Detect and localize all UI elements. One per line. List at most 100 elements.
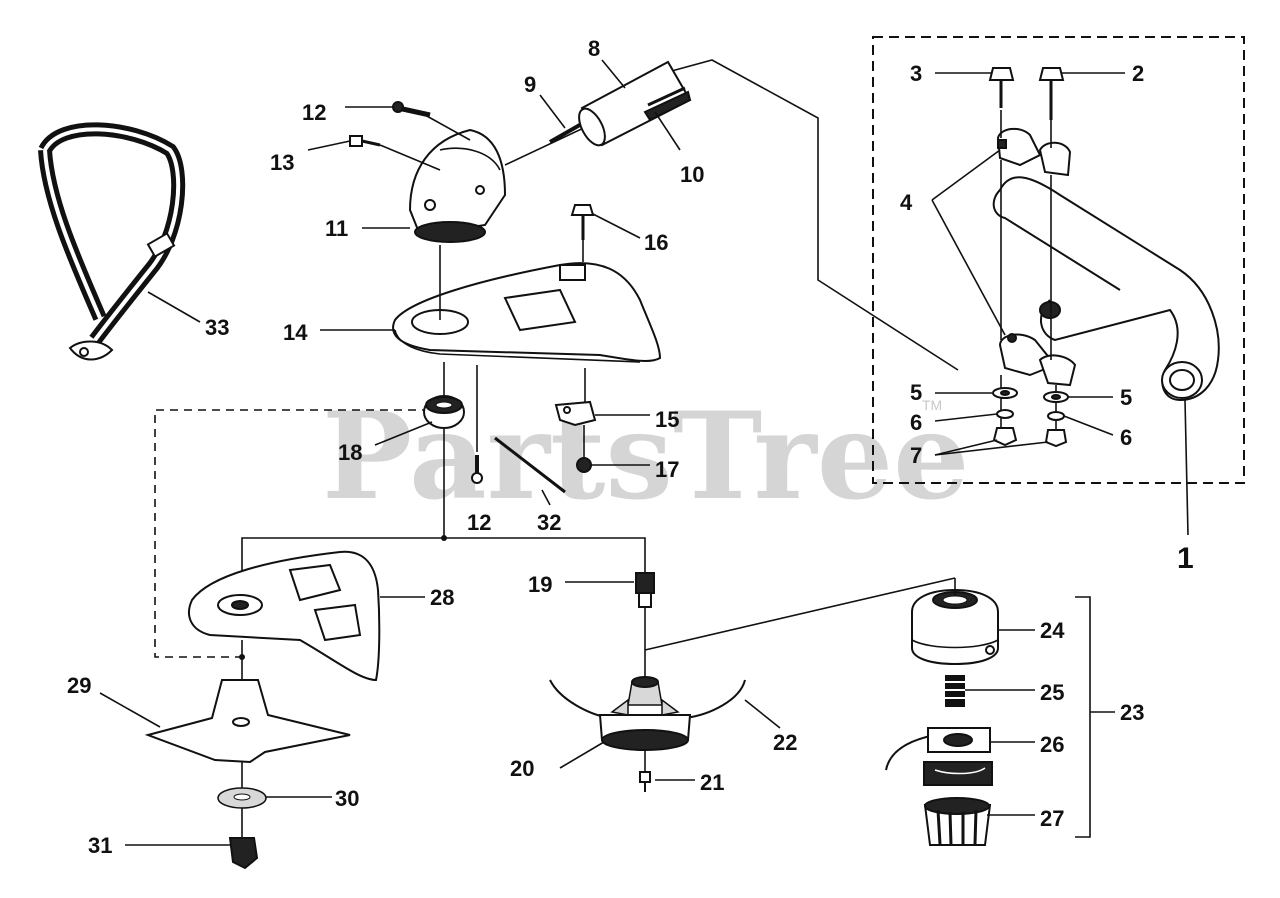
shaft-tube (578, 60, 692, 147)
label-28: 28 (430, 585, 454, 610)
leader-29 (99, 692, 161, 728)
guard-plate (392, 262, 662, 363)
bolt-2 (1038, 67, 1065, 120)
label-24: 24 (1040, 618, 1065, 643)
assembly-line-13 (379, 144, 441, 171)
label-6-right: 6 (1120, 425, 1132, 450)
spool-26 (885, 727, 993, 786)
washer-5-left (992, 387, 1018, 399)
label-23: 23 (1120, 700, 1144, 725)
label-15: 15 (655, 407, 679, 432)
label-29: 29 (67, 673, 91, 698)
screw-21 (639, 771, 651, 792)
screw-9 (549, 120, 586, 144)
dashed-connector-18-28 (154, 409, 430, 658)
leader-22 (744, 699, 781, 729)
handle-bar (992, 176, 1220, 402)
leader-7-left (934, 439, 998, 456)
bolt-16 (570, 204, 595, 240)
bearing-18 (423, 395, 465, 429)
label-26: 26 (1040, 732, 1064, 757)
label-6-left: 6 (910, 410, 922, 435)
screw-12-top (392, 101, 431, 118)
knob-27 (923, 797, 992, 846)
bracket-23 (1075, 596, 1091, 838)
washer-5-right (1043, 391, 1069, 403)
label-5-right: 5 (1120, 385, 1132, 410)
watermark-trademark: TM (922, 397, 942, 413)
leader-4-bottom (931, 199, 1006, 336)
label-19: 19 (528, 572, 552, 597)
label-17: 17 (655, 457, 679, 482)
bolt-13 (349, 135, 381, 147)
label-8: 8 (588, 36, 600, 61)
label-3: 3 (910, 61, 922, 86)
coupler-housing (408, 128, 507, 243)
nut-17 (576, 457, 592, 473)
leader-16 (592, 213, 641, 239)
label-7: 7 (910, 443, 922, 468)
shaft-to-handle-line (667, 59, 959, 371)
label-27: 27 (1040, 806, 1064, 831)
label-9: 9 (524, 72, 536, 97)
spring-25 (945, 675, 965, 707)
leader-8 (601, 59, 626, 89)
assembly-bracket (241, 537, 646, 600)
leader-32 (541, 489, 551, 506)
label-11: 11 (325, 216, 348, 241)
assembly-line-12-top (424, 114, 471, 141)
lockwasher-6-left (996, 409, 1014, 419)
screw-12-bottom (471, 455, 483, 484)
label-4: 4 (900, 190, 913, 215)
leader-18 (374, 421, 433, 446)
label-32: 32 (537, 510, 561, 535)
label-5-left: 5 (910, 380, 922, 405)
label-16: 16 (644, 230, 668, 255)
label-13: 13 (270, 150, 294, 175)
handle-clamp-top (996, 127, 1072, 177)
assembly-line-9 (504, 124, 591, 166)
clip-15 (554, 400, 597, 427)
handle-assembly-box (872, 36, 1245, 484)
handle-clamp-bottom (998, 333, 1077, 387)
nut-7-right (1044, 429, 1068, 448)
leader-20 (559, 741, 605, 769)
shoulder-strap (38, 122, 186, 361)
label-31: 31 (88, 833, 112, 858)
leader-13 (307, 140, 351, 151)
label-20: 20 (510, 756, 534, 781)
washer-30 (217, 787, 267, 809)
leader-1 (1184, 399, 1189, 536)
label-1: 1 (1177, 542, 1194, 575)
label-12-top: 12 (302, 100, 326, 125)
nut-7-left (992, 427, 1018, 447)
spool-housing-24 (911, 588, 999, 666)
assembly-line-head-spool (644, 577, 956, 651)
label-2: 2 (1132, 61, 1144, 86)
label-12-bottom: 12 (467, 510, 491, 535)
leader-10 (654, 111, 681, 151)
watermark-text: PartsTree (322, 386, 969, 527)
leader-33 (147, 291, 201, 323)
leader-9 (539, 94, 566, 129)
rod-32 (494, 436, 566, 494)
trimmer-head-20 (549, 676, 746, 751)
blade-junction-dot (239, 654, 245, 660)
leader-6-left (934, 413, 998, 422)
label-10: 10 (680, 162, 704, 187)
leader-6-right (1063, 415, 1114, 436)
leader-4-top (931, 149, 1001, 201)
leader-7-right (934, 441, 1049, 456)
label-21: 21 (700, 770, 724, 795)
label-22: 22 (773, 730, 797, 755)
blade-guard-28 (188, 550, 381, 682)
label-30: 30 (335, 786, 359, 811)
lockwasher-6-right (1047, 411, 1065, 421)
blade-29 (144, 679, 351, 764)
label-25: 25 (1040, 680, 1064, 705)
nut-31 (228, 837, 259, 870)
label-33: 33 (205, 315, 229, 340)
adapter-19 (635, 572, 655, 608)
bolt-3 (988, 67, 1015, 108)
